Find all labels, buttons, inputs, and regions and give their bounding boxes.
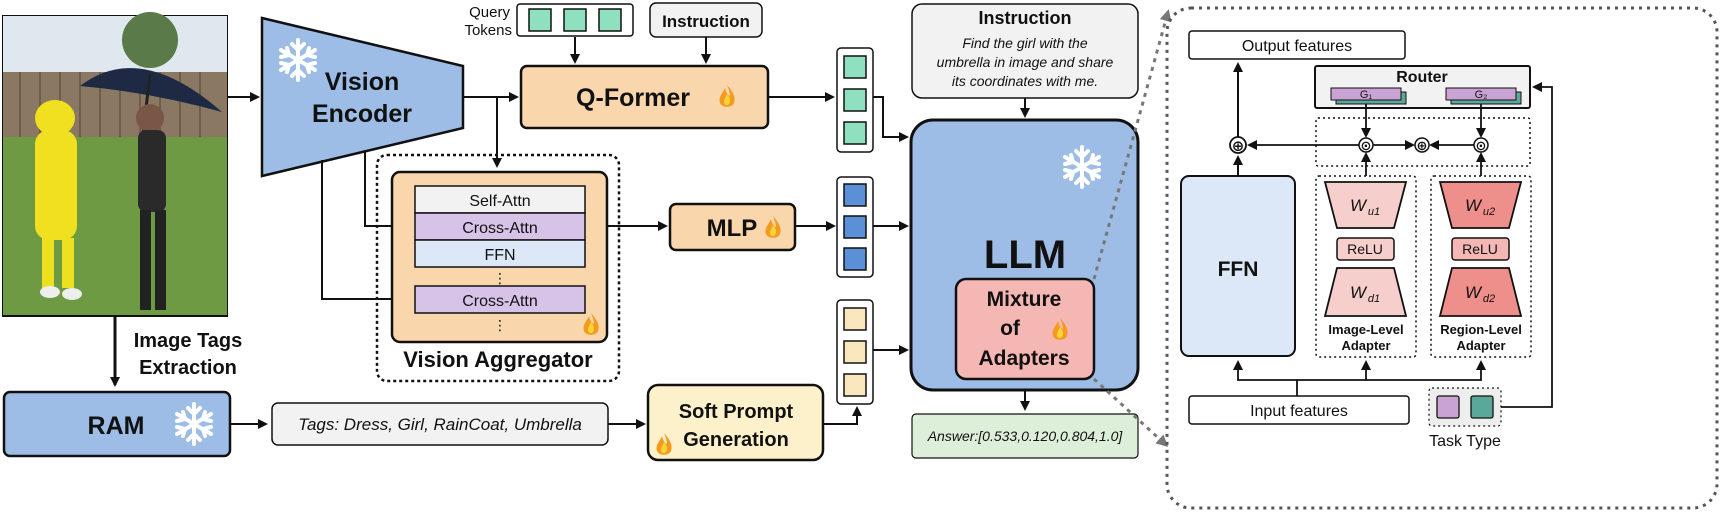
relu-block [1336, 237, 1395, 261]
output-features-label: Output features [1242, 38, 1352, 55]
vision-encoder-label-2: Encoder [312, 100, 412, 128]
vision-encoder-label: Vision [325, 68, 400, 96]
qformer-label: Q-Former [576, 84, 690, 112]
answer-text: Answer:[0.533,0.120,0.804,1.0] [927, 428, 1124, 444]
wu2-block [1438, 181, 1523, 229]
query-tokens-label: Query [469, 4, 510, 21]
moa-label: Mixture [987, 288, 1062, 311]
ffn-layer [414, 239, 586, 268]
instruction-line-3: its coordinates with me. [952, 73, 1098, 89]
self-attn-label: Self-Attn [469, 193, 530, 210]
relu-label-2: ReLU [1462, 241, 1498, 257]
vision-encoder-block [260, 16, 465, 178]
ffn-detail-label: FFN [1218, 258, 1259, 281]
wu2-sub: u2 [1483, 206, 1495, 218]
self-attn-layer [414, 185, 586, 214]
ellipsis-2: ⋮ [493, 317, 507, 333]
gate-g1 [1330, 87, 1402, 101]
wd1-label: W [1350, 283, 1368, 302]
wu1-label: W [1350, 196, 1368, 215]
gate-g1-label: G₁ [1360, 89, 1373, 101]
wu1-block [1323, 181, 1408, 229]
wd2-block [1438, 267, 1523, 317]
query-token [563, 8, 587, 32]
cross-attn-layer [414, 212, 586, 241]
query-tokens-label-2: Tokens [464, 22, 512, 39]
relu-label: ReLU [1347, 241, 1383, 257]
vision-aggregator-title: Vision Aggregator [403, 347, 593, 372]
answer-box [911, 413, 1139, 459]
region-level-adapter-label: Region-Level [1440, 322, 1522, 337]
task-type-label: Task Type [1429, 433, 1501, 450]
mult-icon-2: ⊙ [1476, 138, 1487, 153]
cross-attn-label: Cross-Attn [462, 220, 538, 237]
tags-text: Tags: Dress, Girl, RainCoat, Umbrella [298, 415, 582, 434]
image-tags-label-2: Extraction [139, 357, 237, 379]
image-level-adapter-label: Image-Level [1328, 322, 1403, 337]
output-features-box [1188, 30, 1406, 60]
soft-prompt-block [646, 383, 825, 462]
input-photo [2, 12, 228, 317]
mult-icon: ⊙ [1361, 138, 1372, 153]
moa-label-3: Adapters [978, 347, 1069, 370]
query-token [598, 8, 622, 32]
instruction-small-label: Instruction [662, 12, 750, 31]
input-features-label: Input features [1250, 403, 1348, 420]
wu2-label: W [1465, 196, 1483, 215]
gate-g2-label: G₂ [1475, 89, 1488, 101]
ram-label: RAM [88, 412, 145, 440]
residual-add-icon: ⊕ [1232, 138, 1245, 155]
image-level-adapter-label-2: Adapter [1341, 338, 1390, 353]
mixture-of-adapters-block [954, 277, 1096, 381]
mlp-label: MLP [707, 215, 758, 242]
moa-detail-panel [1165, 6, 1719, 510]
input-features-box [1188, 395, 1410, 425]
wu1-sub: u1 [1368, 206, 1380, 218]
soft-prompt-label: Soft Prompt [679, 401, 794, 423]
query-token [528, 8, 552, 32]
wd1-sub: d1 [1368, 293, 1380, 305]
vision-aggregator-group [375, 153, 621, 383]
add-icon: ⊕ [1417, 138, 1428, 153]
ellipsis: ⋮ [493, 270, 507, 286]
instruction-line-2: umbrella in image and share [937, 54, 1114, 70]
instruction-line: Find the girl with the [962, 35, 1087, 51]
cross-attn-label-2: Cross-Attn [462, 293, 538, 310]
llm-label: LLM [984, 233, 1066, 277]
cross-attn-layer-2 [414, 285, 586, 314]
router-label: Router [1396, 69, 1448, 86]
image-tags-label: Image Tags [134, 330, 243, 352]
soft-prompt-label-2: Generation [683, 429, 789, 451]
moa-label-2: of [1000, 317, 1021, 340]
instruction-title: Instruction [979, 8, 1072, 28]
combine-group [1315, 117, 1531, 167]
relu-block-2 [1451, 237, 1510, 261]
ffn-block [1180, 175, 1296, 357]
ffn-label: FFN [484, 247, 515, 264]
region-level-adapter-label-2: Adapter [1456, 338, 1505, 353]
wd2-label: W [1465, 283, 1483, 302]
gate-g2 [1445, 87, 1517, 101]
wd1-block [1323, 267, 1408, 317]
wd2-sub: d2 [1483, 293, 1495, 305]
